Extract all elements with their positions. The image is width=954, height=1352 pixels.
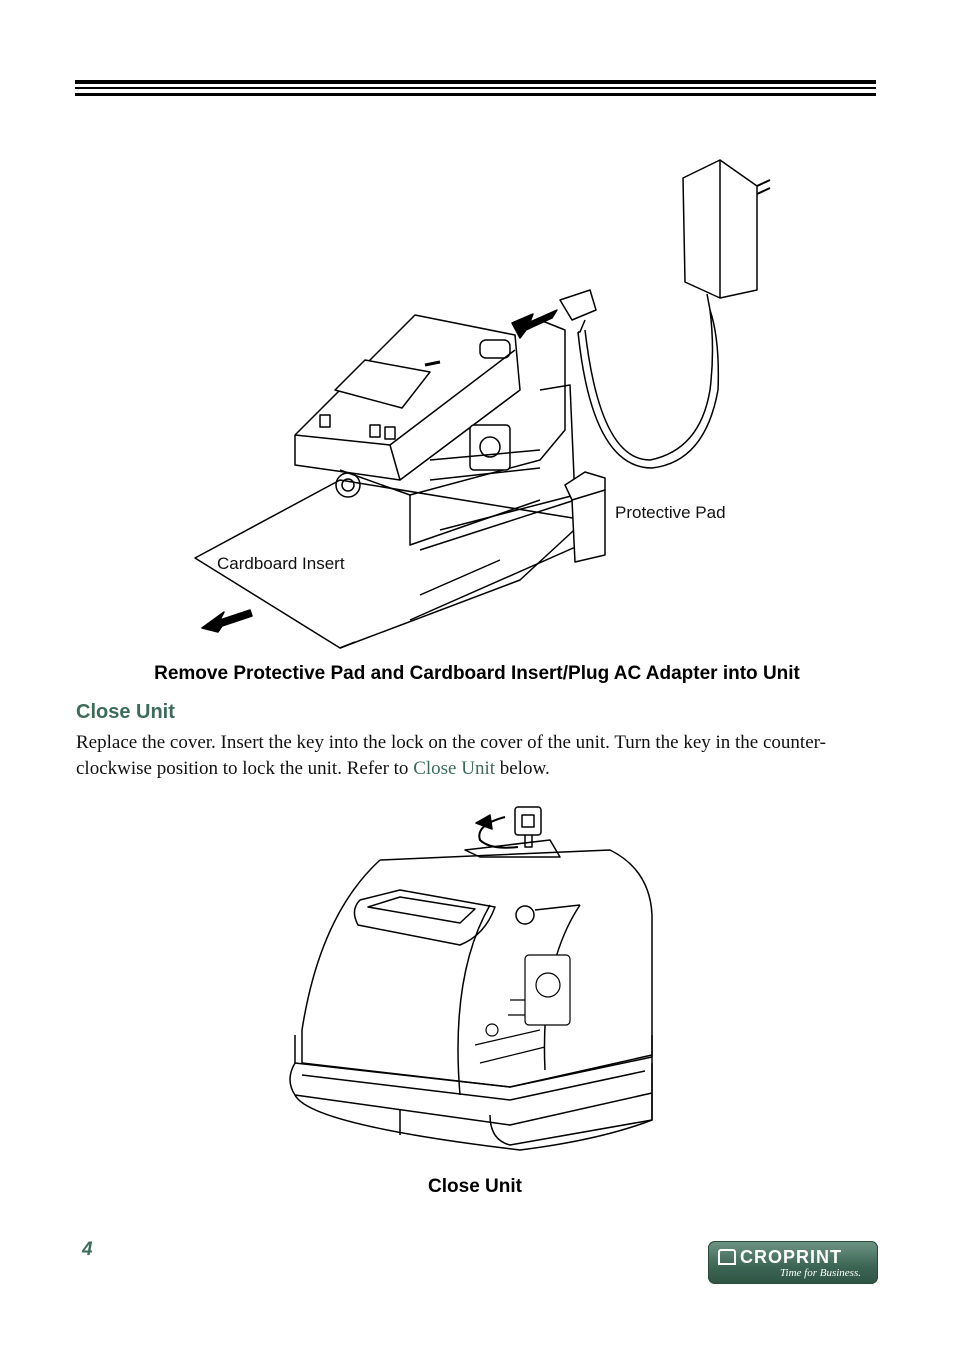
- section-paragraph: Replace the cover. Insert the key into t…: [76, 730, 866, 782]
- key-drawing: [464, 806, 561, 858]
- logo-a-mark-icon: [718, 1249, 736, 1265]
- section-heading-close-unit: Close Unit: [76, 701, 175, 723]
- print-mechanism-drawing: [474, 954, 571, 1064]
- header-rule-thin: [75, 87, 876, 89]
- time-clock-unit-drawing: [294, 314, 576, 551]
- protective-pad-drawing: [564, 471, 606, 563]
- header-rule-bottom: [75, 93, 876, 96]
- close-unit-link[interactable]: Close Unit: [413, 758, 495, 779]
- paragraph-text-start: Replace the cover. Insert the key into t…: [76, 732, 826, 779]
- base-tray-drawing: [289, 1035, 653, 1151]
- acroprint-logo: CROPRINT Time for Business.: [708, 1241, 878, 1284]
- figure-open-unit-illustration: [194, 159, 771, 649]
- logo-brand-name: CROPRINT: [740, 1247, 842, 1267]
- cardboard-insert-drawing: [194, 479, 586, 649]
- figure-closed-unit-illustration: [289, 806, 653, 1151]
- page-number: 4: [82, 1239, 93, 1260]
- ac-adapter-drawing: [577, 159, 771, 469]
- figure-caption-remove-pad: Remove Protective Pad and Cardboard Inse…: [154, 663, 800, 684]
- figure-caption-close-unit: Close Unit: [428, 1176, 522, 1197]
- logo-tagline: Time for Business.: [780, 1267, 861, 1279]
- header-rule-thick: [75, 80, 876, 84]
- label-cardboard-insert: Cardboard Insert: [217, 554, 345, 573]
- label-protective-pad: Protective Pad: [615, 503, 726, 522]
- paragraph-text-end: below.: [495, 758, 550, 779]
